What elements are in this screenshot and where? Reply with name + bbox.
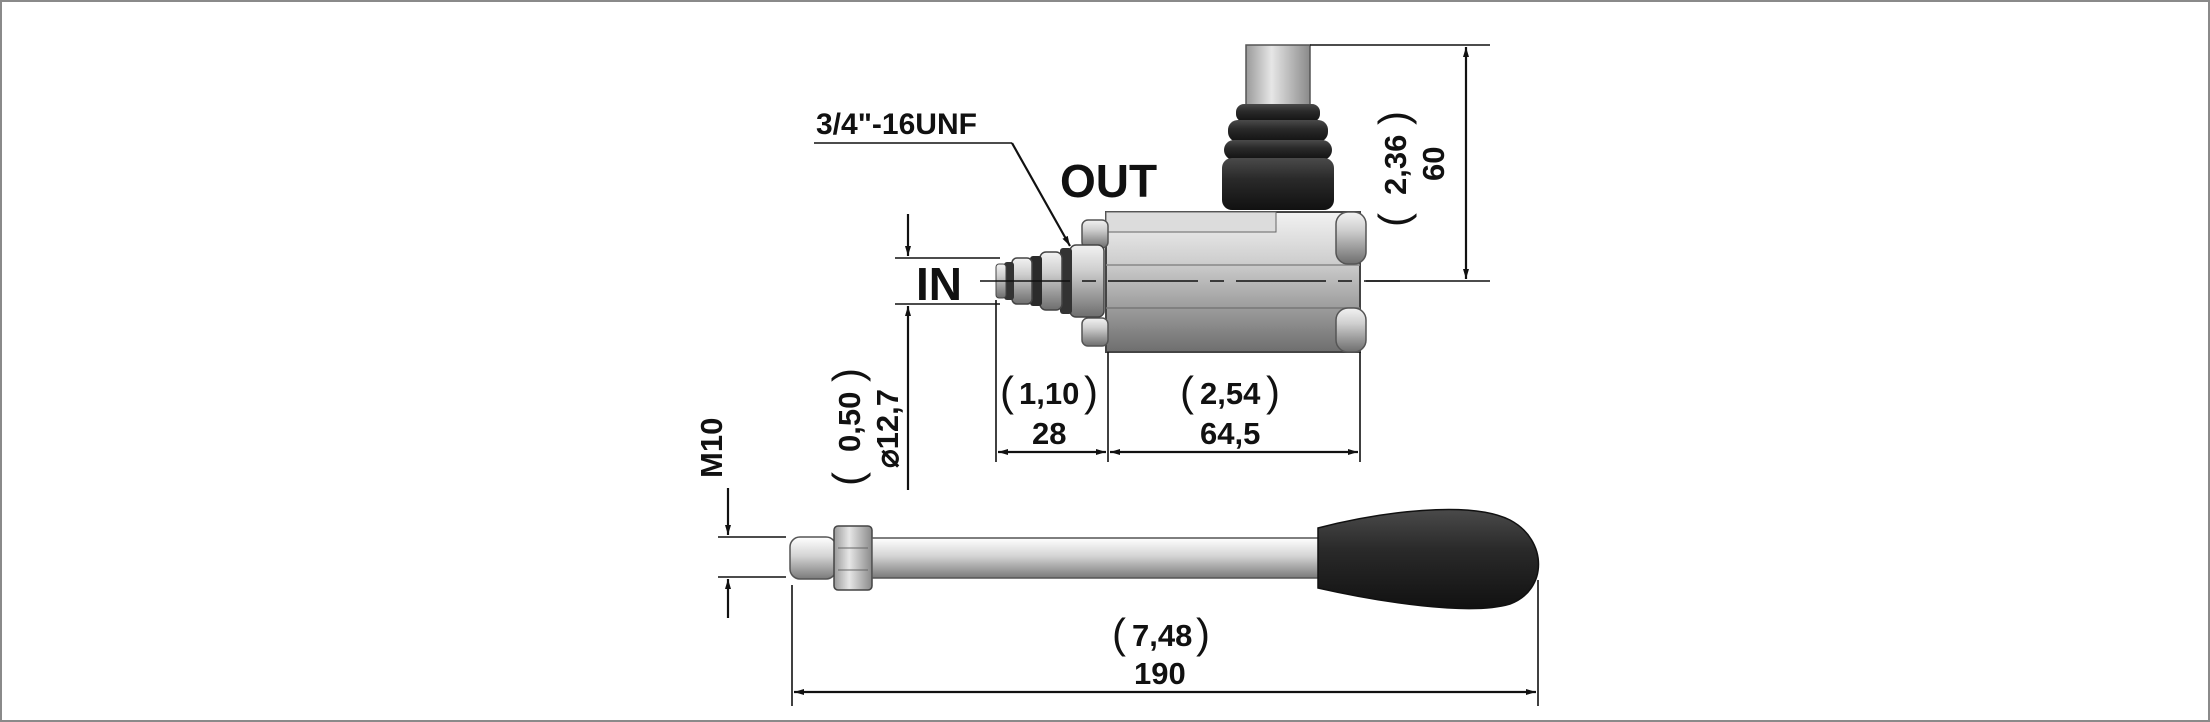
port-dimension-text: ( 0,50 ) ⌀12,7 [824,368,905,486]
plunger-cap [1245,44,1311,108]
svg-text:7,48: 7,48 [1132,618,1192,653]
lever-nut [833,525,873,591]
dim-m10 [718,488,786,618]
lever-grip [1317,508,1540,610]
lever-rod [871,537,1343,579]
in-port-label: IN [916,258,962,310]
svg-text:): ) [1266,368,1280,415]
inlet-fitting [995,244,1105,318]
svg-text:): ) [824,368,871,382]
m10-text: M10 [694,418,729,478]
svg-text:(: ( [824,472,871,486]
svg-text:⌀12,7: ⌀12,7 [870,389,905,468]
height-dimension-text: ( 2,36 ) 60 [1370,111,1451,227]
out-port-label: OUT [1060,155,1157,207]
svg-text:(: ( [1112,610,1126,657]
svg-text:): ) [1084,368,1098,415]
rubber-boot [1222,104,1334,210]
thread-label: 3/4"-16UNF [816,108,977,141]
svg-text:60: 60 [1416,147,1451,181]
svg-text:): ) [1196,610,1210,657]
svg-text:): ) [1370,111,1417,125]
pump-housing [1105,211,1361,353]
dim-body-width [995,300,1361,462]
svg-text:28: 28 [1032,416,1066,451]
lever-dimension-text: ( 7,48 ) 190 [1112,610,1210,691]
svg-text:M10: M10 [694,418,729,478]
dim-lever-length [791,580,1539,706]
lever [789,508,1540,610]
body-dimension-text: ( 2,54 ) 64,5 [1180,368,1280,451]
svg-text:190: 190 [1134,656,1186,691]
thread-leader [814,142,1071,247]
pump-body [980,44,1400,353]
stem-dimension-text: ( 1,10 ) 28 [1000,368,1098,451]
svg-text:0,50: 0,50 [832,392,867,452]
svg-text:1,10: 1,10 [1019,376,1079,411]
svg-text:(: ( [1180,368,1194,415]
lever-tip [789,536,837,580]
dim-port [895,214,1000,490]
svg-text:2,54: 2,54 [1200,376,1261,411]
svg-text:(: ( [1370,213,1417,227]
svg-text:(: ( [1000,368,1014,415]
svg-text:64,5: 64,5 [1200,416,1260,451]
dim-height [1310,44,1490,282]
svg-text:2,36: 2,36 [1378,135,1413,195]
